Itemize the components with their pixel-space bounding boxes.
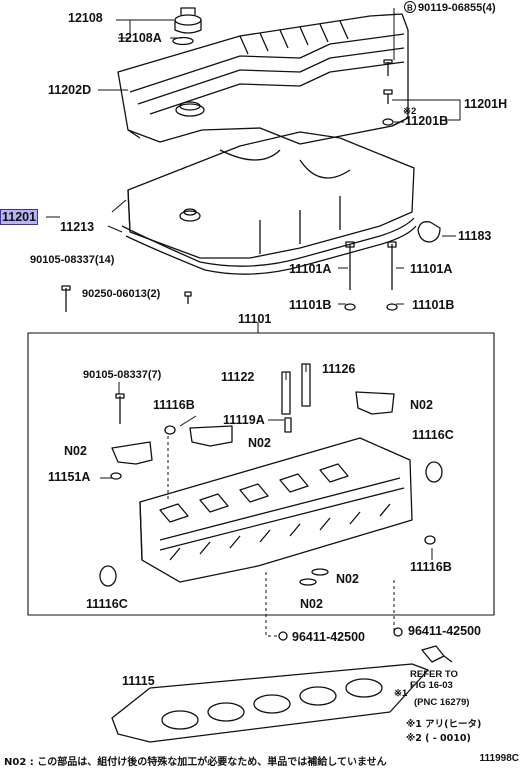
label-11151A[interactable]: 11151A xyxy=(48,470,91,484)
head-cover-gasket xyxy=(121,217,417,275)
bearing-cap-n02-right xyxy=(355,391,395,415)
label-96411a[interactable]: 96411-42500 xyxy=(292,630,365,644)
cam-plug-11183 xyxy=(417,221,441,243)
note-1-mark: ※1 xyxy=(394,688,408,699)
label-11116C-2[interactable]: 11116C xyxy=(86,597,128,611)
note-2a: ※2 xyxy=(403,106,417,117)
label-11119A[interactable]: 11119A xyxy=(223,413,265,427)
label-12108[interactable]: 12108 xyxy=(68,11,103,25)
label-11101B-2[interactable]: 11101B xyxy=(412,298,455,312)
refer-line-3[interactable]: (PNC 16279) xyxy=(414,697,470,708)
bushing-11116B-top xyxy=(164,425,176,435)
label-90105a[interactable]: 90105-08337(14) xyxy=(30,254,115,266)
plug-96411-left xyxy=(278,631,288,641)
head-bolt-11101A-left xyxy=(344,241,356,311)
label-11201[interactable]: 11201 xyxy=(0,209,39,225)
label-90105b[interactable]: 90105-08337(7) xyxy=(83,369,162,381)
label-n02-4[interactable]: N02 xyxy=(336,572,359,586)
label-11101A-2[interactable]: 11101A xyxy=(410,262,453,276)
head-bolt-11101A-right xyxy=(386,241,398,311)
cylinder-head-gasket xyxy=(111,663,429,743)
label-11116B-1[interactable]: 11116B xyxy=(153,398,195,412)
svg-text:B: B xyxy=(407,4,413,13)
cylinder-head-cover-upper xyxy=(117,13,409,145)
bolt-90119 xyxy=(383,59,393,76)
ring-n02-b xyxy=(299,578,317,586)
label-90119[interactable]: 90119-06855(4) xyxy=(418,2,496,14)
label-n02-2[interactable]: N02 xyxy=(248,436,271,450)
diagram-code: 111998C xyxy=(479,753,520,764)
label-11183[interactable]: 11183 xyxy=(458,229,492,243)
label-11101[interactable]: 11101 xyxy=(238,312,272,326)
label-90250[interactable]: 90250-06013(2) xyxy=(82,288,161,300)
label-11202D[interactable]: 11202D xyxy=(48,83,92,97)
bushing-11116B-right xyxy=(424,535,436,545)
refer-line-1[interactable]: REFER TO xyxy=(410,669,458,680)
bolt-11201H xyxy=(382,89,394,126)
label-n02-5[interactable]: N02 xyxy=(300,597,323,611)
leader-11201 xyxy=(46,199,127,233)
label-11122[interactable]: 11122 xyxy=(221,370,255,384)
footnote-2: ※2 ( - 0010) xyxy=(406,733,471,744)
leader-12108 xyxy=(116,19,182,39)
refer-line-2[interactable]: FIG 16-03 xyxy=(410,680,453,691)
cylinder-head xyxy=(139,437,413,583)
cylinder-head-cover xyxy=(127,131,415,259)
label-11213[interactable]: 11213 xyxy=(60,220,95,234)
label-11101A-1[interactable]: 11101A xyxy=(289,262,332,276)
leader-96411-dash xyxy=(265,572,395,637)
footnote-1: ※1 アリ(ヒータ) xyxy=(406,719,482,730)
circled-b-icon xyxy=(404,1,416,13)
oil-filler-cap xyxy=(172,7,202,46)
heater-fitting xyxy=(421,645,453,663)
plug-11116C-left xyxy=(99,565,117,587)
label-11116B-2[interactable]: 11116B xyxy=(410,560,452,574)
leader-11201H xyxy=(392,99,461,123)
bolt-90105-head xyxy=(115,393,125,424)
plug-11151A xyxy=(110,472,122,480)
label-96411b[interactable]: 96411-42500 xyxy=(408,624,481,638)
label-11116C-1[interactable]: 11116C xyxy=(412,428,454,442)
label-12108A[interactable]: 12108A xyxy=(118,31,162,45)
stud-90250 xyxy=(184,291,192,304)
bearing-cap-n02-left xyxy=(111,441,153,465)
pin-11119A xyxy=(284,417,292,433)
label-11126[interactable]: 11126 xyxy=(322,362,356,376)
label-11115[interactable]: 11115 xyxy=(122,674,155,688)
leader-guides xyxy=(285,364,307,380)
plug-11116C-right xyxy=(425,461,443,483)
plug-96411-right xyxy=(393,627,403,637)
leader-11116B xyxy=(179,415,197,427)
cylinder-head-assembly-frame xyxy=(27,332,495,616)
label-n02-1[interactable]: N02 xyxy=(410,398,433,412)
ring-n02-a xyxy=(311,568,329,576)
leader-11101 xyxy=(338,267,404,305)
bearing-cap-n02-mid xyxy=(189,425,233,447)
stud-90105-top xyxy=(61,285,71,312)
label-11201B[interactable]: 11201B xyxy=(405,114,449,128)
footer-note: N02 : この部品は、組付け後の特殊な加工が必要なため、単品では補給していませ… xyxy=(4,757,387,768)
label-11201H[interactable]: 11201H xyxy=(464,97,508,111)
label-11101B-1[interactable]: 11101B xyxy=(289,298,332,312)
label-n02-3[interactable]: N02 xyxy=(64,444,87,458)
